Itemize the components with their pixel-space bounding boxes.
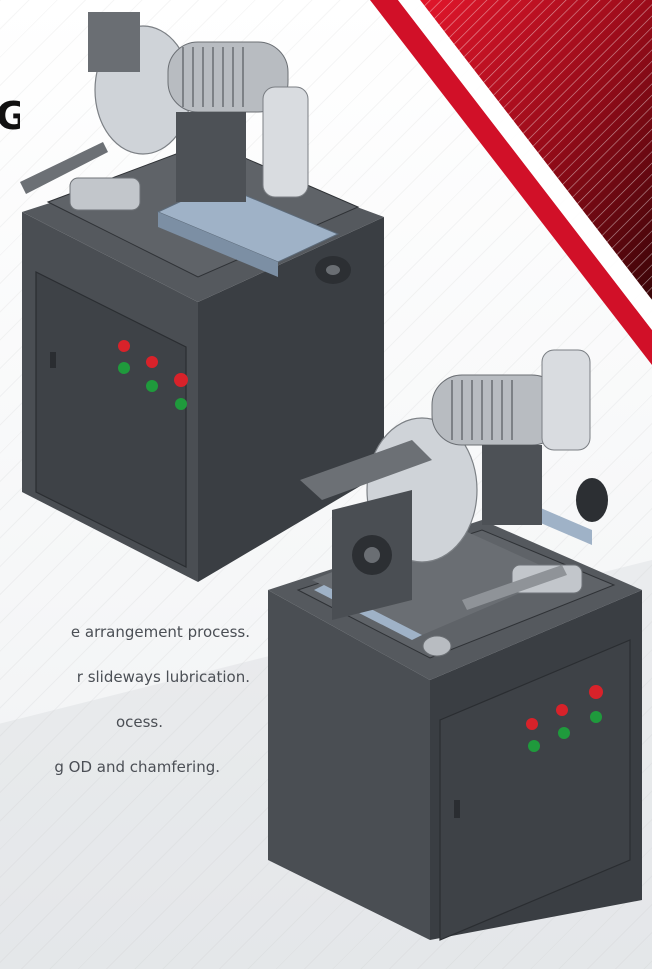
feature-item-2: r slideways lubrication.	[76, 668, 250, 686]
machine-2-image	[268, 349, 642, 941]
feature-item-4: g OD and chamfering.	[54, 758, 220, 776]
machine-1-image	[20, 12, 384, 582]
feature-item-3: ocess.	[115, 713, 163, 731]
feature-item-1: e arrangement process.	[70, 623, 250, 641]
headline-fragment: G	[0, 94, 20, 138]
